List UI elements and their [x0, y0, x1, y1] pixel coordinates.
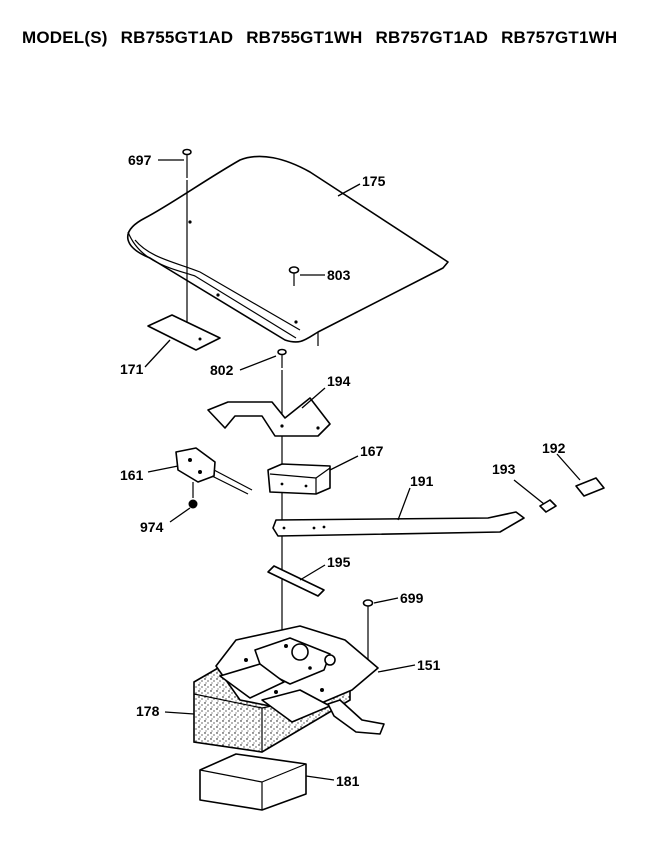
callout-699: 699 [400, 590, 424, 606]
latch-block-167 [267, 463, 331, 495]
model-number: RB757GT1WH [501, 28, 618, 47]
bracket-194 [207, 397, 331, 437]
block-181 [199, 753, 307, 811]
knob-192 [575, 477, 605, 497]
cover-panel [126, 155, 449, 346]
callout-161: 161 [120, 467, 144, 483]
model-number: RB757GT1AD [375, 28, 489, 47]
callout-labels: 697 175 803 171 802 194 161 167 192 193 … [120, 152, 566, 789]
callout-195: 195 [327, 554, 351, 570]
callout-803: 803 [327, 267, 351, 283]
screw-699 [362, 599, 374, 668]
clip-193 [539, 499, 557, 513]
lever-191 [272, 511, 525, 537]
rod-195 [267, 565, 325, 597]
callout-167: 167 [360, 443, 384, 459]
callout-974: 974 [140, 519, 164, 535]
callout-802: 802 [210, 362, 234, 378]
callout-192: 192 [542, 440, 566, 456]
model-number: RB755GT1AD [120, 28, 234, 47]
insulation-pad [147, 314, 221, 351]
screw-803 [288, 266, 300, 286]
screw-802 [277, 348, 287, 368]
callout-181: 181 [336, 773, 360, 789]
callout-171: 171 [120, 361, 144, 377]
model-header: MODEL(S) RB755GT1AD RB755GT1WH RB757GT1AD RB… [22, 28, 630, 48]
screw-697 [182, 148, 192, 178]
callout-178: 178 [136, 703, 160, 719]
callout-175: 175 [362, 173, 386, 189]
model-prefix: MODEL(S) [22, 28, 108, 47]
callout-151: 151 [417, 657, 441, 673]
callout-191: 191 [410, 473, 434, 489]
nut-974 [188, 482, 198, 509]
leader-lines [144, 159, 581, 781]
switch-161 [175, 447, 253, 495]
lock-assembly-151 [215, 625, 385, 735]
callout-697: 697 [128, 152, 152, 168]
callout-194: 194 [327, 373, 351, 389]
model-number: RB755GT1WH [246, 28, 363, 47]
callout-193: 193 [492, 461, 516, 477]
